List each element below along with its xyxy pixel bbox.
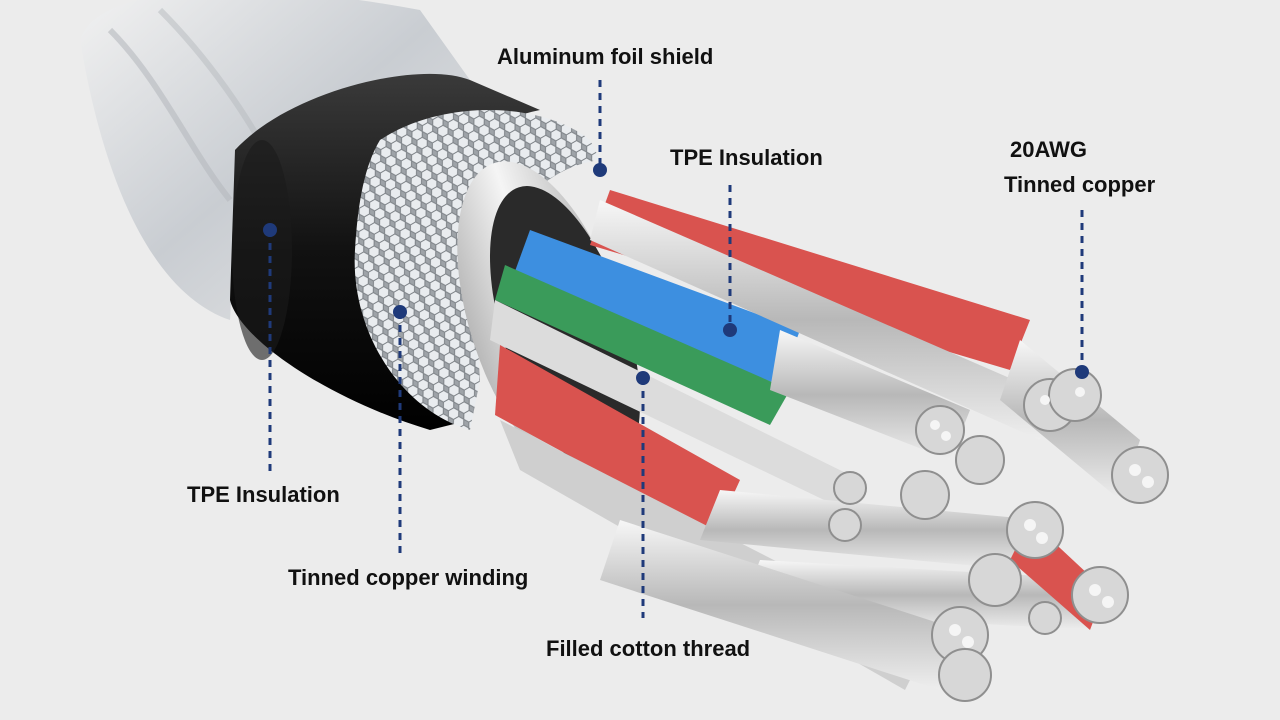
strand-dots xyxy=(930,387,1154,648)
label-tpe-insulation-outer: TPE Insulation xyxy=(187,482,340,507)
leader-dot-tinned-copper xyxy=(1075,365,1089,379)
leader-dot-aluminum-foil xyxy=(593,163,607,177)
label-filled-cotton-thread: Filled cotton thread xyxy=(546,636,751,661)
leader-dot-tpe-inner xyxy=(723,323,737,337)
label-awg-rating: 20AWG xyxy=(1010,137,1088,162)
label-aluminum-foil-shield: Aluminum foil shield xyxy=(497,44,714,69)
label-tinned-copper-winding: Tinned copper winding xyxy=(288,565,529,590)
strand-end-caps xyxy=(828,368,1169,702)
leader-dot-tpe-outer xyxy=(263,223,277,237)
leader-dot-copper-winding xyxy=(393,305,407,319)
label-tinned-copper: Tinned copper xyxy=(1004,172,1156,197)
leader-dot-cotton-thread xyxy=(636,371,650,385)
label-tpe-insulation-inner: TPE Insulation xyxy=(670,145,823,170)
leader-dots xyxy=(263,163,1089,385)
leader-lines xyxy=(268,80,1084,618)
